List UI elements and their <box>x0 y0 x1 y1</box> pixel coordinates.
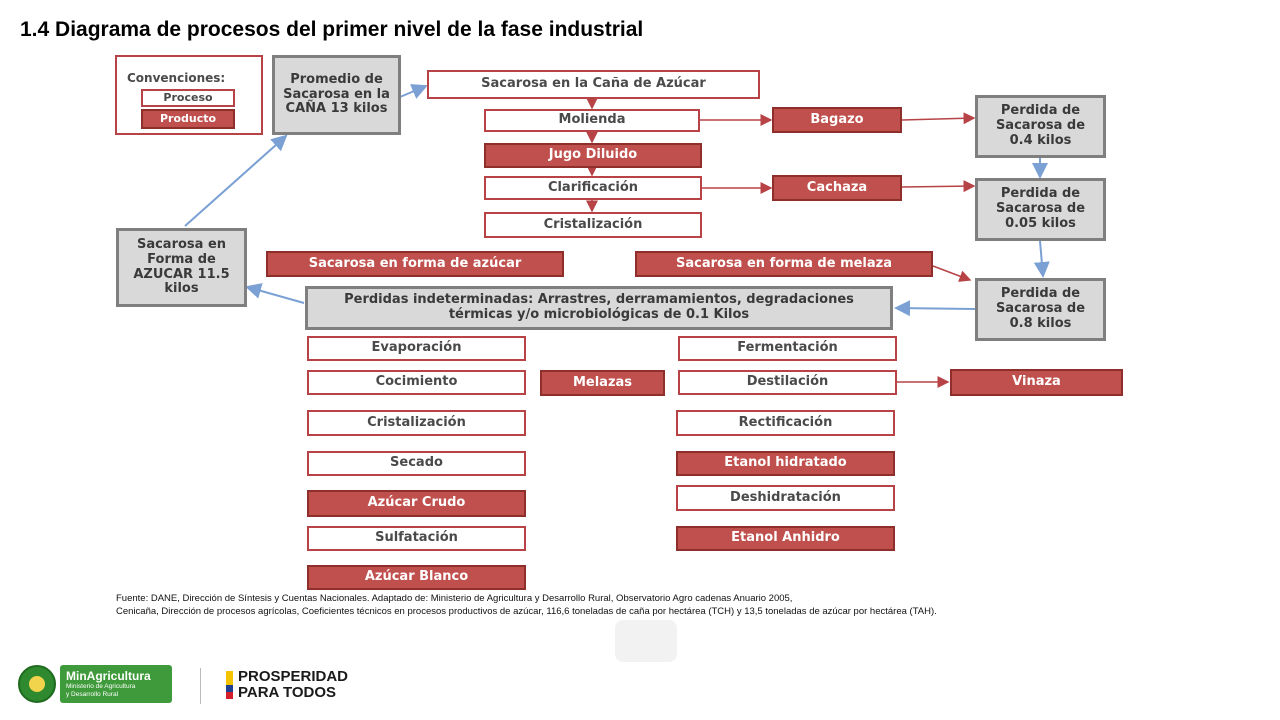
box-perdida-08: Perdida de Sacarosa de 0.8 kilos <box>975 278 1106 341</box>
colombia-flag-icon <box>226 671 233 699</box>
box-perdidas-indeterminadas: Perdidas indeterminadas: Arrastres, derr… <box>305 286 893 330</box>
box-sulfatacion: Sulfatación <box>307 526 526 551</box>
box-cachaza: Cachaza <box>772 175 902 201</box>
minagricultura-name: MinAgricultura <box>66 669 151 683</box>
box-perdida-04: Perdida de Sacarosa de 0.4 kilos <box>975 95 1106 158</box>
arrow-bagazo-to-perdida04 <box>901 112 976 125</box>
box-rectificacion: Rectificación <box>676 410 895 436</box>
box-cristalizacion-top: Cristalización <box>484 212 702 238</box>
box-azucar-crudo: Azúcar Crudo <box>307 490 526 517</box>
minagricultura-logo: MinAgricultura Ministerio de Agricultura… <box>60 665 172 703</box>
prosperidad-logo: PROSPERIDAD PARA TODOS <box>238 669 348 701</box>
box-vinaza: Vinaza <box>950 369 1123 396</box>
page-title: 1.4 Diagrama de procesos del primer nive… <box>20 18 644 41</box>
source-line-1: Fuente: DANE, Dirección de Síntesis y Cu… <box>116 593 793 604</box>
coat-of-arms-icon <box>18 665 56 703</box>
legend: Convenciones: Proceso Producto <box>115 55 263 135</box>
arrow-perdida08-to-perdidas <box>894 300 976 317</box>
watermark-shape <box>615 620 677 662</box>
box-clarificacion: Clarificación <box>484 176 702 200</box>
box-bagazo: Bagazo <box>772 107 902 133</box>
box-deshidratacion: Deshidratación <box>676 485 895 511</box>
box-molienda: Molienda <box>484 109 700 132</box>
legend-title: Convenciones: <box>127 71 226 85</box>
box-sacarosa-forma-melaza: Sacarosa en forma de melaza <box>635 251 933 277</box>
prosperidad-line-1: PROSPERIDAD <box>238 668 349 685</box>
prosperidad-line-2: PARA TODOS <box>238 684 337 701</box>
box-evaporacion: Evaporación <box>307 336 526 361</box>
box-etanol-anhidro: Etanol Anhidro <box>676 526 895 551</box>
legend-proceso: Proceso <box>141 89 235 107</box>
legend-producto: Producto <box>141 109 235 129</box>
arrow-cachaza-to-perdida005 <box>901 180 976 193</box>
arrow-promedio-to-sacarosa <box>399 84 428 99</box>
box-melazas: Melazas <box>540 370 665 396</box>
box-fermentacion: Fermentación <box>678 336 897 361</box>
arrow-azucar-to-promedio <box>184 134 288 227</box>
box-cristalizacion: Cristalización <box>307 410 526 436</box>
box-promedio-sacarosa: Promedio de Sacarosa en la CAÑA 13 kilos <box>272 55 401 135</box>
box-sacarosa-azucar-total: Sacarosa en Forma de AZUCAR 11.5 kilos <box>116 228 247 307</box>
box-perdida-005: Perdida de Sacarosa de 0.05 kilos <box>975 178 1106 241</box>
minagricultura-sub-1: Ministerio de Agricultura <box>66 683 136 690</box>
arrow-melaza-to-perdida08 <box>932 265 972 282</box>
arrow-perdidas-to-azucar <box>245 283 305 304</box>
box-azucar-blanco: Azúcar Blanco <box>307 565 526 590</box>
box-sacarosa-cana: Sacarosa en la Caña de Azúcar <box>427 70 760 99</box>
box-cocimiento: Cocimiento <box>307 370 526 395</box>
box-secado: Secado <box>307 451 526 476</box>
box-sacarosa-forma-azucar: Sacarosa en forma de azúcar <box>266 251 564 277</box>
box-jugo-diluido: Jugo Diluido <box>484 143 702 168</box>
arrow-perdida005-to-perdida08 <box>1033 240 1050 278</box>
source-line-2: Cenicaña, Dirección de procesos agrícola… <box>116 606 937 617</box>
minagricultura-sub-2: y Desarrollo Rural <box>66 691 119 698</box>
box-destilacion: Destilación <box>678 370 897 395</box>
box-etanol-hidratado: Etanol hidratado <box>676 451 895 476</box>
source-note: Fuente: DANE, Dirección de Síntesis y Cu… <box>116 592 1166 618</box>
footer-divider <box>200 668 201 704</box>
